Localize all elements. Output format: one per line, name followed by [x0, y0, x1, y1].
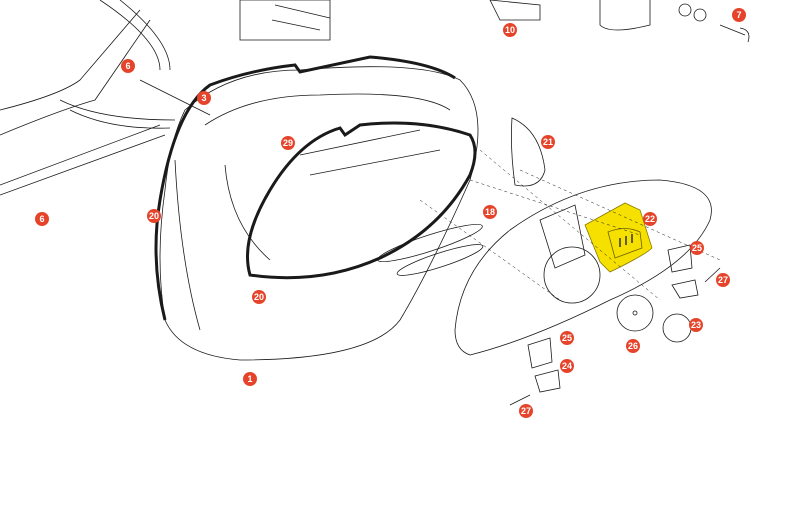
- assembly-leader-lines: [419, 149, 721, 301]
- callout-21: 21: [541, 135, 555, 149]
- callout-25: 25: [690, 241, 704, 255]
- callout-7: 7: [732, 8, 746, 22]
- callout-26: 26: [626, 339, 640, 353]
- top-right-parts: [489, 0, 750, 43]
- callout-20: 20: [147, 209, 161, 223]
- callout-20: 20: [252, 290, 266, 304]
- callout-27: 27: [519, 404, 533, 418]
- callout-23: 23: [689, 318, 703, 332]
- callout-24: 24: [560, 359, 574, 373]
- callout-27: 27: [716, 273, 730, 287]
- mounting-frame: [0, 0, 331, 196]
- callout-25: 25: [560, 331, 574, 345]
- callout-1: 1: [243, 372, 257, 386]
- callout-18: 18: [483, 205, 497, 219]
- callout-10: 10: [503, 23, 517, 37]
- callout-29: 29: [281, 136, 295, 150]
- callout-3: 3: [197, 91, 211, 105]
- lock-part-highlighted: [584, 202, 653, 273]
- hinges: [509, 244, 721, 406]
- mesh-pad: [511, 117, 546, 187]
- callout-6: 6: [121, 59, 135, 73]
- callout-22: 22: [643, 212, 657, 226]
- rubber-seals: [154, 55, 477, 321]
- callout-6: 6: [35, 212, 49, 226]
- case-body: [159, 66, 479, 361]
